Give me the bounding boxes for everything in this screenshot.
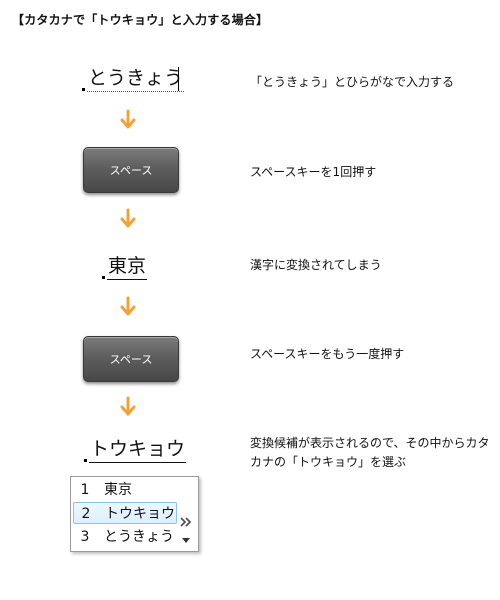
- candidate-number: 1: [80, 482, 90, 498]
- step-1-description: 「とうきょう」とひらがなで入力する: [250, 75, 455, 89]
- input-marker: [82, 88, 85, 91]
- composition-text: とうきょう: [87, 66, 185, 92]
- converted-text: 東京: [107, 254, 148, 280]
- space-key: スペース: [83, 147, 179, 193]
- step-3-description: 漢字に変換されてしまう: [250, 258, 382, 272]
- step-4-description: スペースキーをもう一度押す: [250, 347, 405, 361]
- converted-text: トウキョウ: [89, 437, 187, 463]
- candidate-label: トウキョウ: [105, 506, 175, 522]
- input-marker: [102, 276, 105, 279]
- arrow-down-icon: [120, 109, 136, 129]
- arrow-down-icon: [120, 396, 136, 416]
- arrow-down-icon: [120, 296, 136, 316]
- step-5-description: 変換候補が表示されるので、その中からカタカナの「トウキョウ」を選ぶ: [250, 436, 490, 469]
- double-chevron-right-icon[interactable]: [179, 517, 193, 527]
- candidate-item[interactable]: 3 とうきょう: [73, 526, 177, 548]
- conversion-candidate-list[interactable]: 1 東京 2 トウキョウ 3 とうきょう: [70, 476, 199, 552]
- step-2-description: スペースキーを1回押す: [250, 165, 377, 179]
- candidate-item[interactable]: 1 東京: [73, 479, 177, 501]
- page-title: 【カタカナで「トウキョウ」と入力する場合】: [12, 13, 269, 27]
- candidate-number: 3: [80, 529, 90, 545]
- candidate-item-selected[interactable]: 2 トウキョウ: [73, 502, 177, 524]
- caret-down-icon[interactable]: [181, 536, 191, 544]
- candidate-label: 東京: [104, 482, 132, 498]
- space-key: スペース: [83, 336, 179, 382]
- arrow-down-icon: [120, 208, 136, 228]
- text-cursor: [178, 67, 179, 91]
- input-marker: [84, 459, 87, 462]
- candidate-number: 2: [81, 506, 91, 522]
- candidate-label: とうきょう: [104, 529, 174, 545]
